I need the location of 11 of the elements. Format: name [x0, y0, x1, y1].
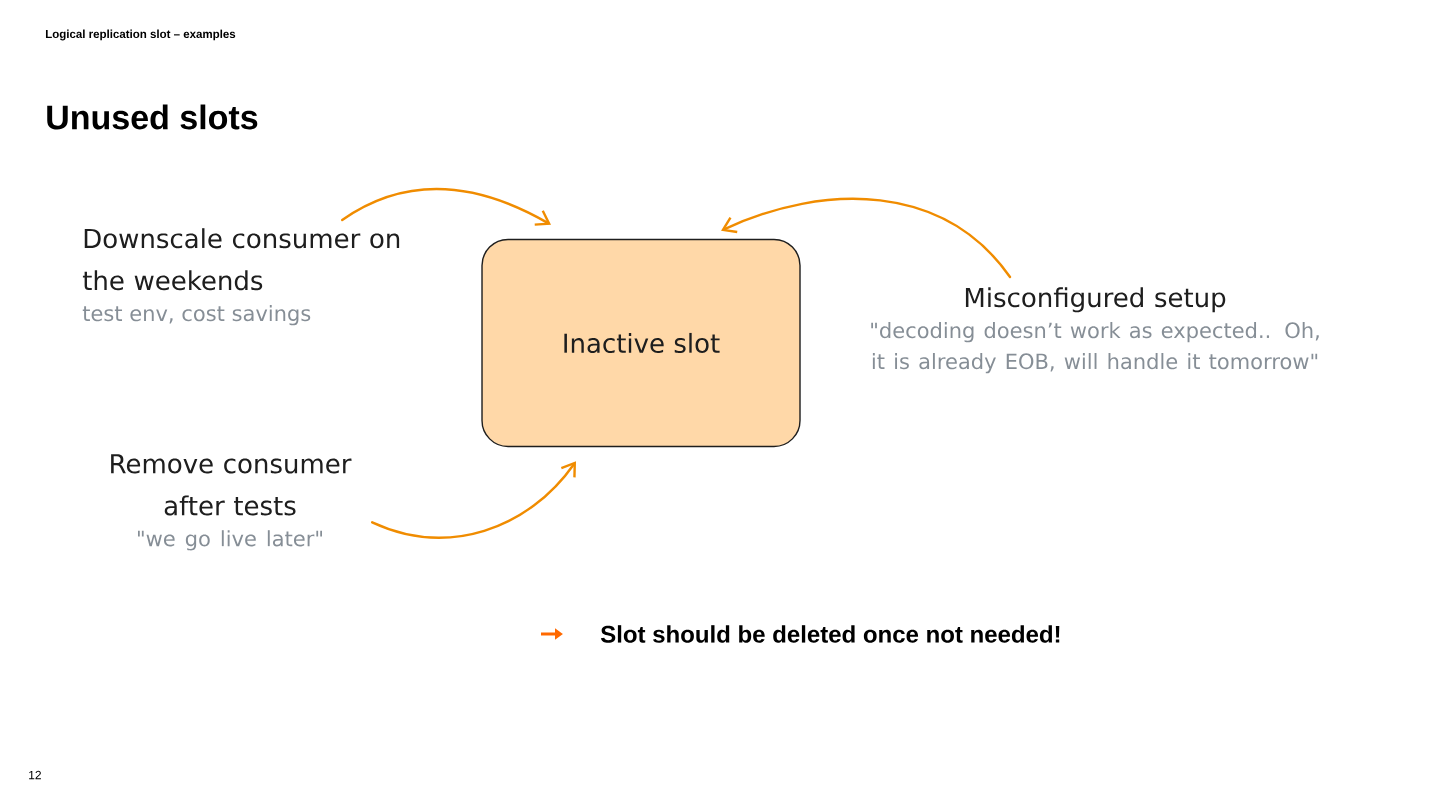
handwritten-note: Downscale consumer on the weekends test env, cost savings	[82, 228, 400, 326]
handwritten-note: Remove consumer after tests "we go live later"	[111, 454, 352, 551]
arrow	[341, 188, 551, 226]
page-number: 12	[29, 770, 41, 780]
conclusion-text: Slot should be deleted once not needed!	[600, 625, 1060, 643]
arrow	[371, 461, 576, 539]
slide-title: Unused slots	[47, 104, 258, 130]
handwritten-note: Misconfigured setup "decoding doesn’t work as expected.. Oh, it is already EOB, will handle it tomorrow"	[871, 287, 1319, 374]
arrow	[721, 197, 1012, 279]
state-box: Inactive slot	[481, 238, 801, 448]
slide-header: Logical replication slot – examples	[46, 29, 236, 41]
